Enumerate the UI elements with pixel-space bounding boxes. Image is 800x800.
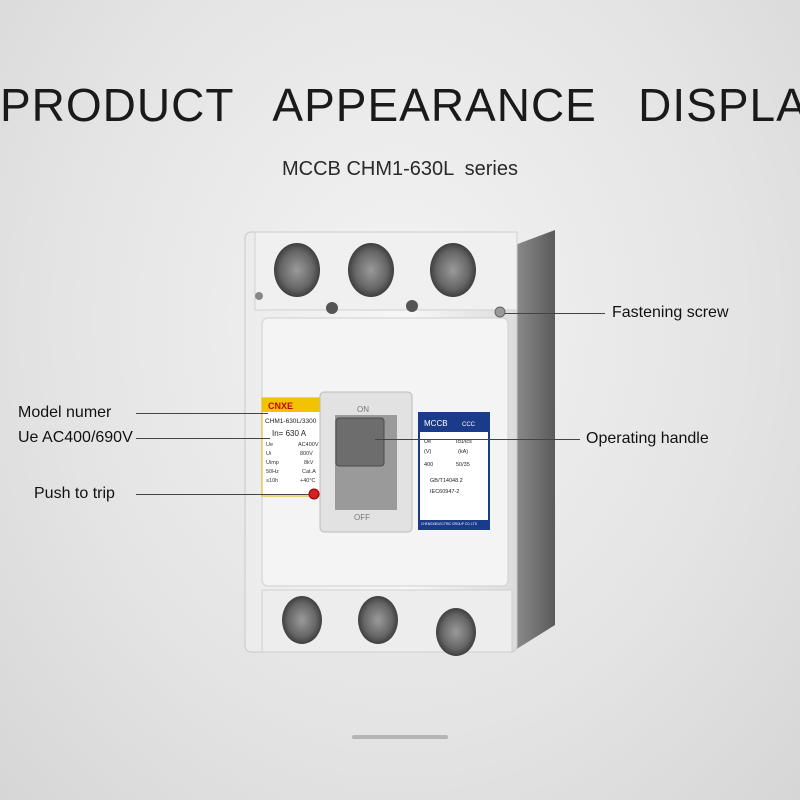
callout-push-to-trip: Push to trip (34, 485, 115, 502)
callout-line-operating-handle (375, 439, 580, 440)
svg-text:(kA): (kA) (458, 449, 468, 455)
carousel-indicator[interactable] (352, 735, 448, 739)
callout-fastening-screw: Fastening screw (612, 304, 729, 321)
operating-handle (335, 417, 385, 467)
fastening-screw-icon (494, 306, 506, 318)
svg-text:Cat.A: Cat.A (302, 469, 316, 475)
svg-text:Icu/Ics: Icu/Ics (456, 439, 472, 445)
ccc-cert-icon: CCC (462, 422, 476, 428)
terminal-hole-top-3 (430, 243, 476, 297)
svg-text:Ui: Ui (266, 451, 271, 457)
svg-text:8kV: 8kV (304, 460, 314, 466)
svg-text:ON: ON (357, 405, 369, 414)
svg-text:MCCB: MCCB (424, 419, 448, 428)
terminal-hole-bottom-3 (436, 608, 476, 656)
svg-text:800V: 800V (300, 451, 313, 457)
callout-model-number: Model numer (18, 404, 112, 421)
terminal-hole-top-1 (274, 243, 320, 297)
svg-text:(V): (V) (424, 449, 432, 455)
callout-line-fastening-screw (505, 313, 605, 314)
svg-text:In= 630 A: In= 630 A (272, 429, 307, 438)
svg-text:Ue: Ue (266, 442, 273, 448)
callout-ue-rating: Ue AC400/690V (18, 429, 133, 446)
svg-text:GB/T14048.2: GB/T14048.2 (430, 478, 463, 484)
svg-text:CHM1-630L/3300: CHM1-630L/3300 (265, 418, 317, 425)
svg-text:50/35: 50/35 (456, 462, 470, 468)
brand-text: CNXE (268, 401, 293, 411)
push-to-trip-button (308, 488, 320, 500)
callout-operating-handle: Operating handle (586, 430, 709, 447)
callout-line-model-number (136, 413, 268, 414)
terminal-hole-bottom-1 (282, 596, 322, 644)
page-subtitle: MCCB CHM1-630L series (282, 158, 518, 180)
svg-text:≤10h: ≤10h (266, 478, 278, 484)
svg-text:IEC60947-2: IEC60947-2 (430, 489, 459, 495)
rating-label (261, 397, 323, 497)
svg-text:CHENGXIELECTRIC GROUP CO.,LTD: CHENGXIELECTRIC GROUP CO.,LTD (421, 522, 478, 526)
callout-line-push-to-trip (136, 494, 310, 495)
terminal-hole-top-2 (348, 243, 394, 297)
svg-text:400: 400 (424, 462, 433, 468)
svg-text:OFF: OFF (354, 513, 370, 522)
breaker-side-panel (515, 230, 555, 650)
page-title: PRODUCT APPEARANCE DISPLAY (0, 79, 800, 131)
svg-text:Ue: Ue (424, 439, 431, 445)
terminal-hole-bottom-2 (358, 596, 398, 644)
svg-text:+40°C: +40°C (300, 478, 316, 484)
svg-text:50Hz: 50Hz (266, 469, 279, 475)
svg-text:Uimp: Uimp (266, 460, 279, 466)
callout-line-ue-rating (136, 438, 270, 439)
svg-text:AC400V: AC400V (298, 442, 319, 448)
